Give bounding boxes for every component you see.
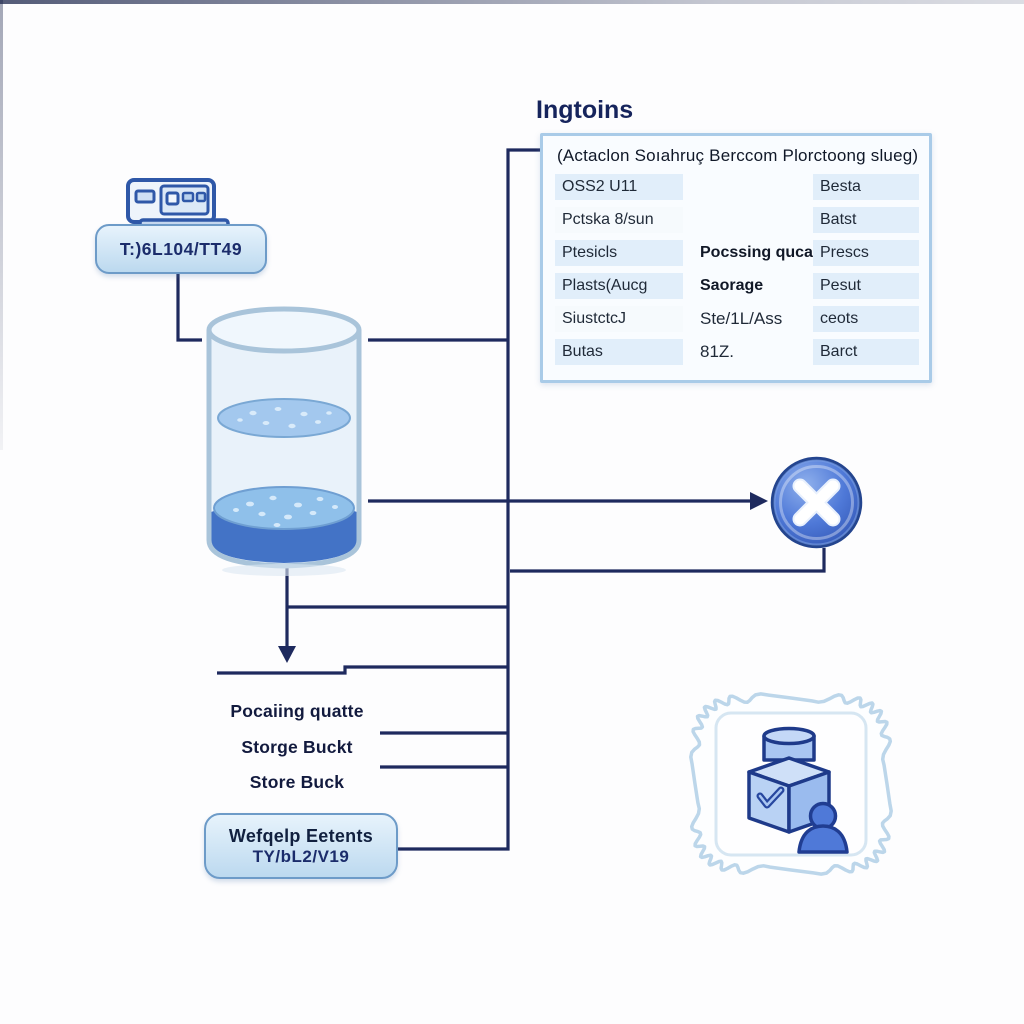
table-cell: Saorage [700, 277, 764, 294]
ingest-table-header: (Actaclon Soıahruç Berccom Plorctoong sl… [557, 146, 919, 165]
ingest-panel-title: Ingtoins [536, 96, 634, 124]
table-row: OSS2 U11 Besta [543, 174, 929, 202]
table-cell: SiustctcJ [555, 306, 683, 332]
table-cell: Pesut [813, 273, 919, 299]
flow-label-processing-queue: Pocaiing quatte [230, 701, 364, 721]
storage-bucket-icon [206, 306, 362, 576]
table-cell: Batst [813, 207, 919, 233]
table-cell [693, 207, 811, 233]
flow-label-store-bucket: Store Buck [249, 772, 345, 792]
output-box-title: Wefqelp Eetents [228, 825, 374, 846]
table-row: Plasts(Aucg Saorage Pesut [543, 273, 929, 301]
table-cell: Besta [813, 174, 919, 200]
server-label-text: T:)6L104/TT49 [119, 238, 243, 259]
table-cell: Ptesicls [555, 240, 683, 266]
table-cell [693, 174, 811, 200]
box-user-icon [747, 726, 849, 854]
table-cell: OSS2 U11 [555, 174, 683, 200]
x-icon [792, 478, 841, 527]
cancel-x-button[interactable] [769, 455, 864, 550]
table-cell: Ste/1L/Ass [700, 309, 783, 328]
server-label-box: T:)6L104/TT49 [95, 224, 267, 274]
flow-label-storage-bucket: Storge Buckt [241, 737, 353, 757]
table-row: Butas 81Z. Barct [543, 339, 929, 367]
certified-badge [689, 692, 893, 876]
table-cell: Pctska 8/sun [555, 207, 683, 233]
table-cell: ceots [813, 306, 919, 332]
top-edge-line [0, 0, 1024, 4]
table-cell: Barct [813, 339, 919, 365]
table-cell: Butas [555, 339, 683, 365]
table-cell: Pocssing quca [700, 244, 813, 261]
table-row: SiustctcJ Ste/1L/Ass ceots [543, 306, 929, 334]
table-cell: 81Z. [700, 342, 735, 361]
left-edge-line [0, 0, 3, 450]
table-row: Pctska 8/sun Batst [543, 207, 929, 235]
table-cell: Plasts(Aucg [555, 273, 683, 299]
table-row: Ptesicls Pocssing quca Prescs [543, 240, 929, 268]
output-box-code: TY/bL2/V19 [252, 846, 350, 866]
table-cell: Prescs [813, 240, 919, 266]
output-label-box: Wefqelp Eetents TY/bL2/V19 [204, 813, 398, 879]
ingest-table: (Actaclon Soıahruç Berccom Plorctoong sl… [540, 133, 932, 383]
